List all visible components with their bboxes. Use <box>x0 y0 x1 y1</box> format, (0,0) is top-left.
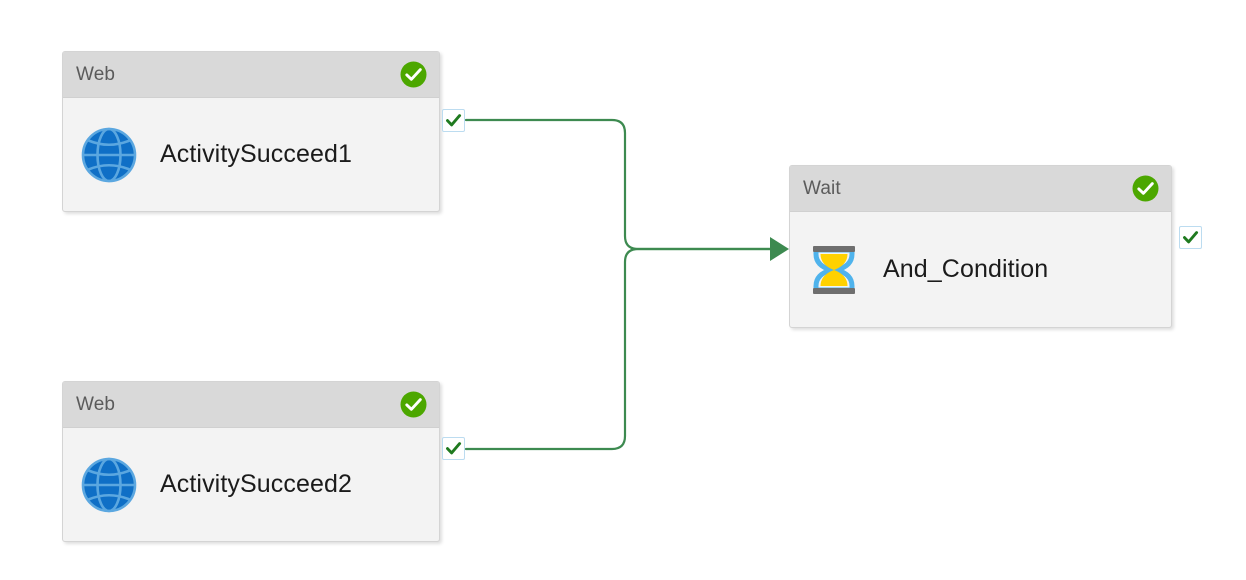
node-type-label: Web <box>76 64 116 85</box>
activity-node-activity-succeed-1[interactable]: Web ActivitySucceed1 <box>62 51 440 212</box>
edge-activity2-to-and-condition[interactable] <box>464 247 772 451</box>
node-type-label: Web <box>76 394 116 415</box>
edge-activity1-to-and-condition[interactable] <box>464 118 772 251</box>
green-check-circle-icon <box>400 61 427 88</box>
node-header: Web <box>63 382 439 428</box>
node-body: ActivitySucceed2 <box>63 428 439 541</box>
activity-node-activity-succeed-2[interactable]: Web ActivitySucceed2 <box>62 381 440 542</box>
green-check-icon <box>446 442 462 455</box>
activity-node-and-condition[interactable]: Wait And_Condition <box>789 165 1172 328</box>
node-type-label: Wait <box>803 178 841 199</box>
activity-name-label: ActivitySucceed1 <box>160 140 352 168</box>
output-connector-checkbox-activity-succeed-2[interactable] <box>442 437 465 460</box>
green-check-circle-icon <box>1132 175 1159 202</box>
green-check-circle-icon <box>400 391 427 418</box>
node-header: Wait <box>790 166 1171 212</box>
edge-arrowhead-icon <box>770 237 789 261</box>
green-check-icon <box>1183 231 1199 244</box>
node-header: Web <box>63 52 439 98</box>
node-body: And_Condition <box>790 212 1171 327</box>
activity-name-label: And_Condition <box>883 255 1049 283</box>
globe-icon <box>81 127 137 182</box>
output-connector-checkbox-and-condition[interactable] <box>1179 226 1202 249</box>
node-body: ActivitySucceed1 <box>63 98 439 211</box>
output-connector-checkbox-activity-succeed-1[interactable] <box>442 109 465 132</box>
globe-icon <box>81 457 137 512</box>
hourglass-icon <box>813 245 855 294</box>
activity-name-label: ActivitySucceed2 <box>160 470 352 498</box>
green-check-icon <box>446 114 462 127</box>
